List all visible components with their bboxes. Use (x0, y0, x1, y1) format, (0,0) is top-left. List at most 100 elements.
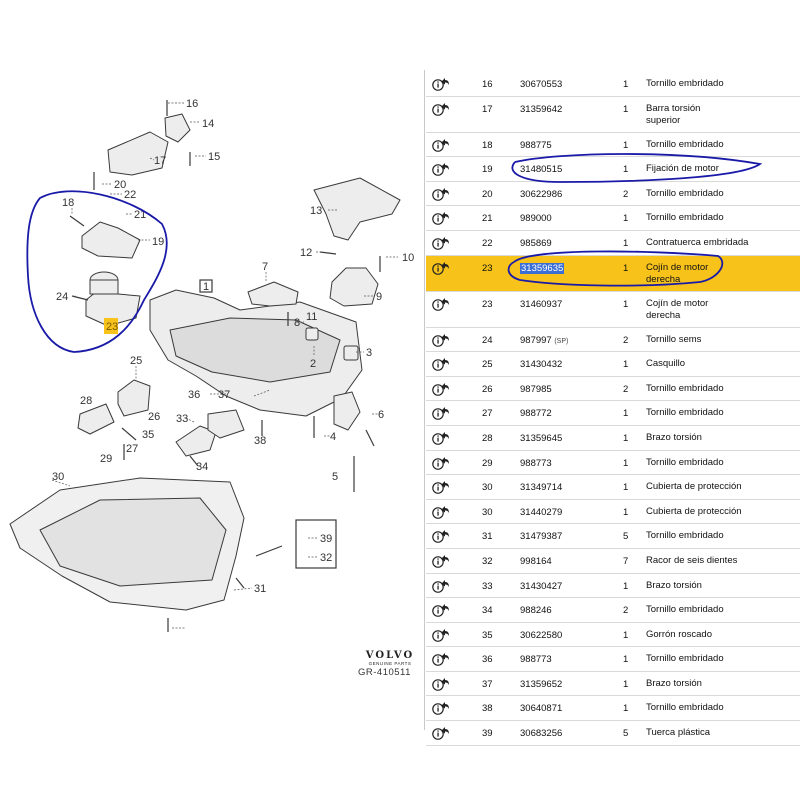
description-text: Barra torsión (646, 102, 701, 114)
info-share-icon[interactable] (432, 578, 450, 594)
info-share-icon[interactable] (432, 405, 450, 421)
part-number-text[interactable]: 988775 (520, 139, 552, 151)
part-number-text[interactable]: 30622986 (520, 188, 563, 200)
part-number: 31349714 (520, 482, 562, 493)
info-share-icon[interactable] (432, 479, 450, 495)
part-number-text[interactable]: 988773 (520, 654, 552, 666)
info-share-icon[interactable] (432, 76, 450, 92)
part-number-text[interactable]: 985869 (520, 237, 552, 249)
info-share-icon[interactable] (432, 602, 450, 618)
info-share-icon[interactable] (432, 676, 450, 692)
part-number-text[interactable]: 31480515 (520, 164, 563, 176)
callout: 9 (376, 291, 382, 303)
info-share-icon[interactable] (432, 101, 450, 117)
part-number-text[interactable]: 988773 (520, 457, 552, 469)
description-text: Tornillo embridado (646, 456, 724, 468)
part-number-text[interactable]: 31359635 (520, 262, 565, 274)
info-share-icon[interactable] (432, 455, 450, 471)
part-number: 988773 (520, 654, 552, 665)
bolt-18 (69, 215, 85, 227)
info-share-icon[interactable] (432, 296, 450, 312)
info-share-icon[interactable] (432, 651, 450, 667)
part-number-text[interactable]: 30640871 (520, 703, 563, 715)
info-share-icon[interactable] (432, 332, 450, 348)
info-share-icon[interactable] (432, 528, 450, 544)
part-number-text[interactable]: 987997 (520, 334, 552, 346)
part-number-text[interactable]: 30670553 (520, 79, 563, 90)
part-number-text[interactable]: 31479387 (520, 531, 563, 543)
description-text: Cojín de motor (646, 297, 709, 309)
part-number-text[interactable]: 31359645 (520, 432, 563, 444)
callout: 31 (254, 583, 266, 595)
info-share-icon[interactable] (432, 356, 450, 372)
quantity: 1 (623, 139, 629, 151)
engine-mount-bracket-19 (81, 221, 141, 259)
description: Brazo torsión (646, 678, 702, 690)
info-share-icon[interactable] (432, 186, 450, 202)
part-number-text[interactable]: 988246 (520, 605, 552, 617)
item-number: 23 (482, 298, 493, 310)
part-number-text[interactable]: 31359652 (520, 678, 563, 690)
info-share-icon[interactable] (432, 381, 450, 397)
bolt-24 (71, 295, 89, 301)
info-share-icon[interactable] (432, 235, 450, 251)
part-number-text[interactable]: 988772 (520, 408, 552, 420)
part-number-text[interactable]: 30622580 (520, 629, 563, 641)
info-share-icon[interactable] (432, 627, 450, 643)
part-number-text[interactable]: 30683256 (520, 728, 563, 740)
info-share-icon[interactable] (432, 700, 450, 716)
part-number-text[interactable]: 989000 (520, 213, 552, 225)
part-number-text[interactable]: 31430432 (520, 359, 563, 371)
part-number-text[interactable]: 31440279 (520, 506, 563, 518)
info-share-icon[interactable] (432, 137, 450, 153)
info-share-icon[interactable] (432, 504, 450, 520)
callout: 15 (208, 151, 220, 163)
part-number: 31460937 (520, 299, 562, 310)
part-number-text[interactable]: 31349714 (520, 482, 563, 494)
detail-box (295, 519, 337, 569)
item-number: 23 (482, 262, 493, 274)
callout: 37 (218, 389, 230, 401)
description: Tornillo sems (646, 334, 701, 346)
part-number-text[interactable]: 987985 (520, 383, 552, 395)
part-number-text[interactable]: 31460937 (520, 298, 563, 310)
info-share-icon[interactable] (432, 553, 450, 569)
part-number-text[interactable]: 31359642 (520, 103, 563, 115)
info-share-icon[interactable] (432, 430, 450, 446)
info-share-icon[interactable] (432, 725, 450, 741)
item-number: 17 (482, 103, 493, 115)
info-share-icon[interactable] (432, 210, 450, 226)
info-share-icon[interactable] (432, 161, 450, 177)
part-number-text[interactable]: 31430427 (520, 580, 563, 592)
description: Tornillo embridado (646, 604, 724, 616)
part-number-text[interactable]: 998164 (520, 555, 552, 567)
info-share-icon[interactable] (432, 260, 450, 276)
